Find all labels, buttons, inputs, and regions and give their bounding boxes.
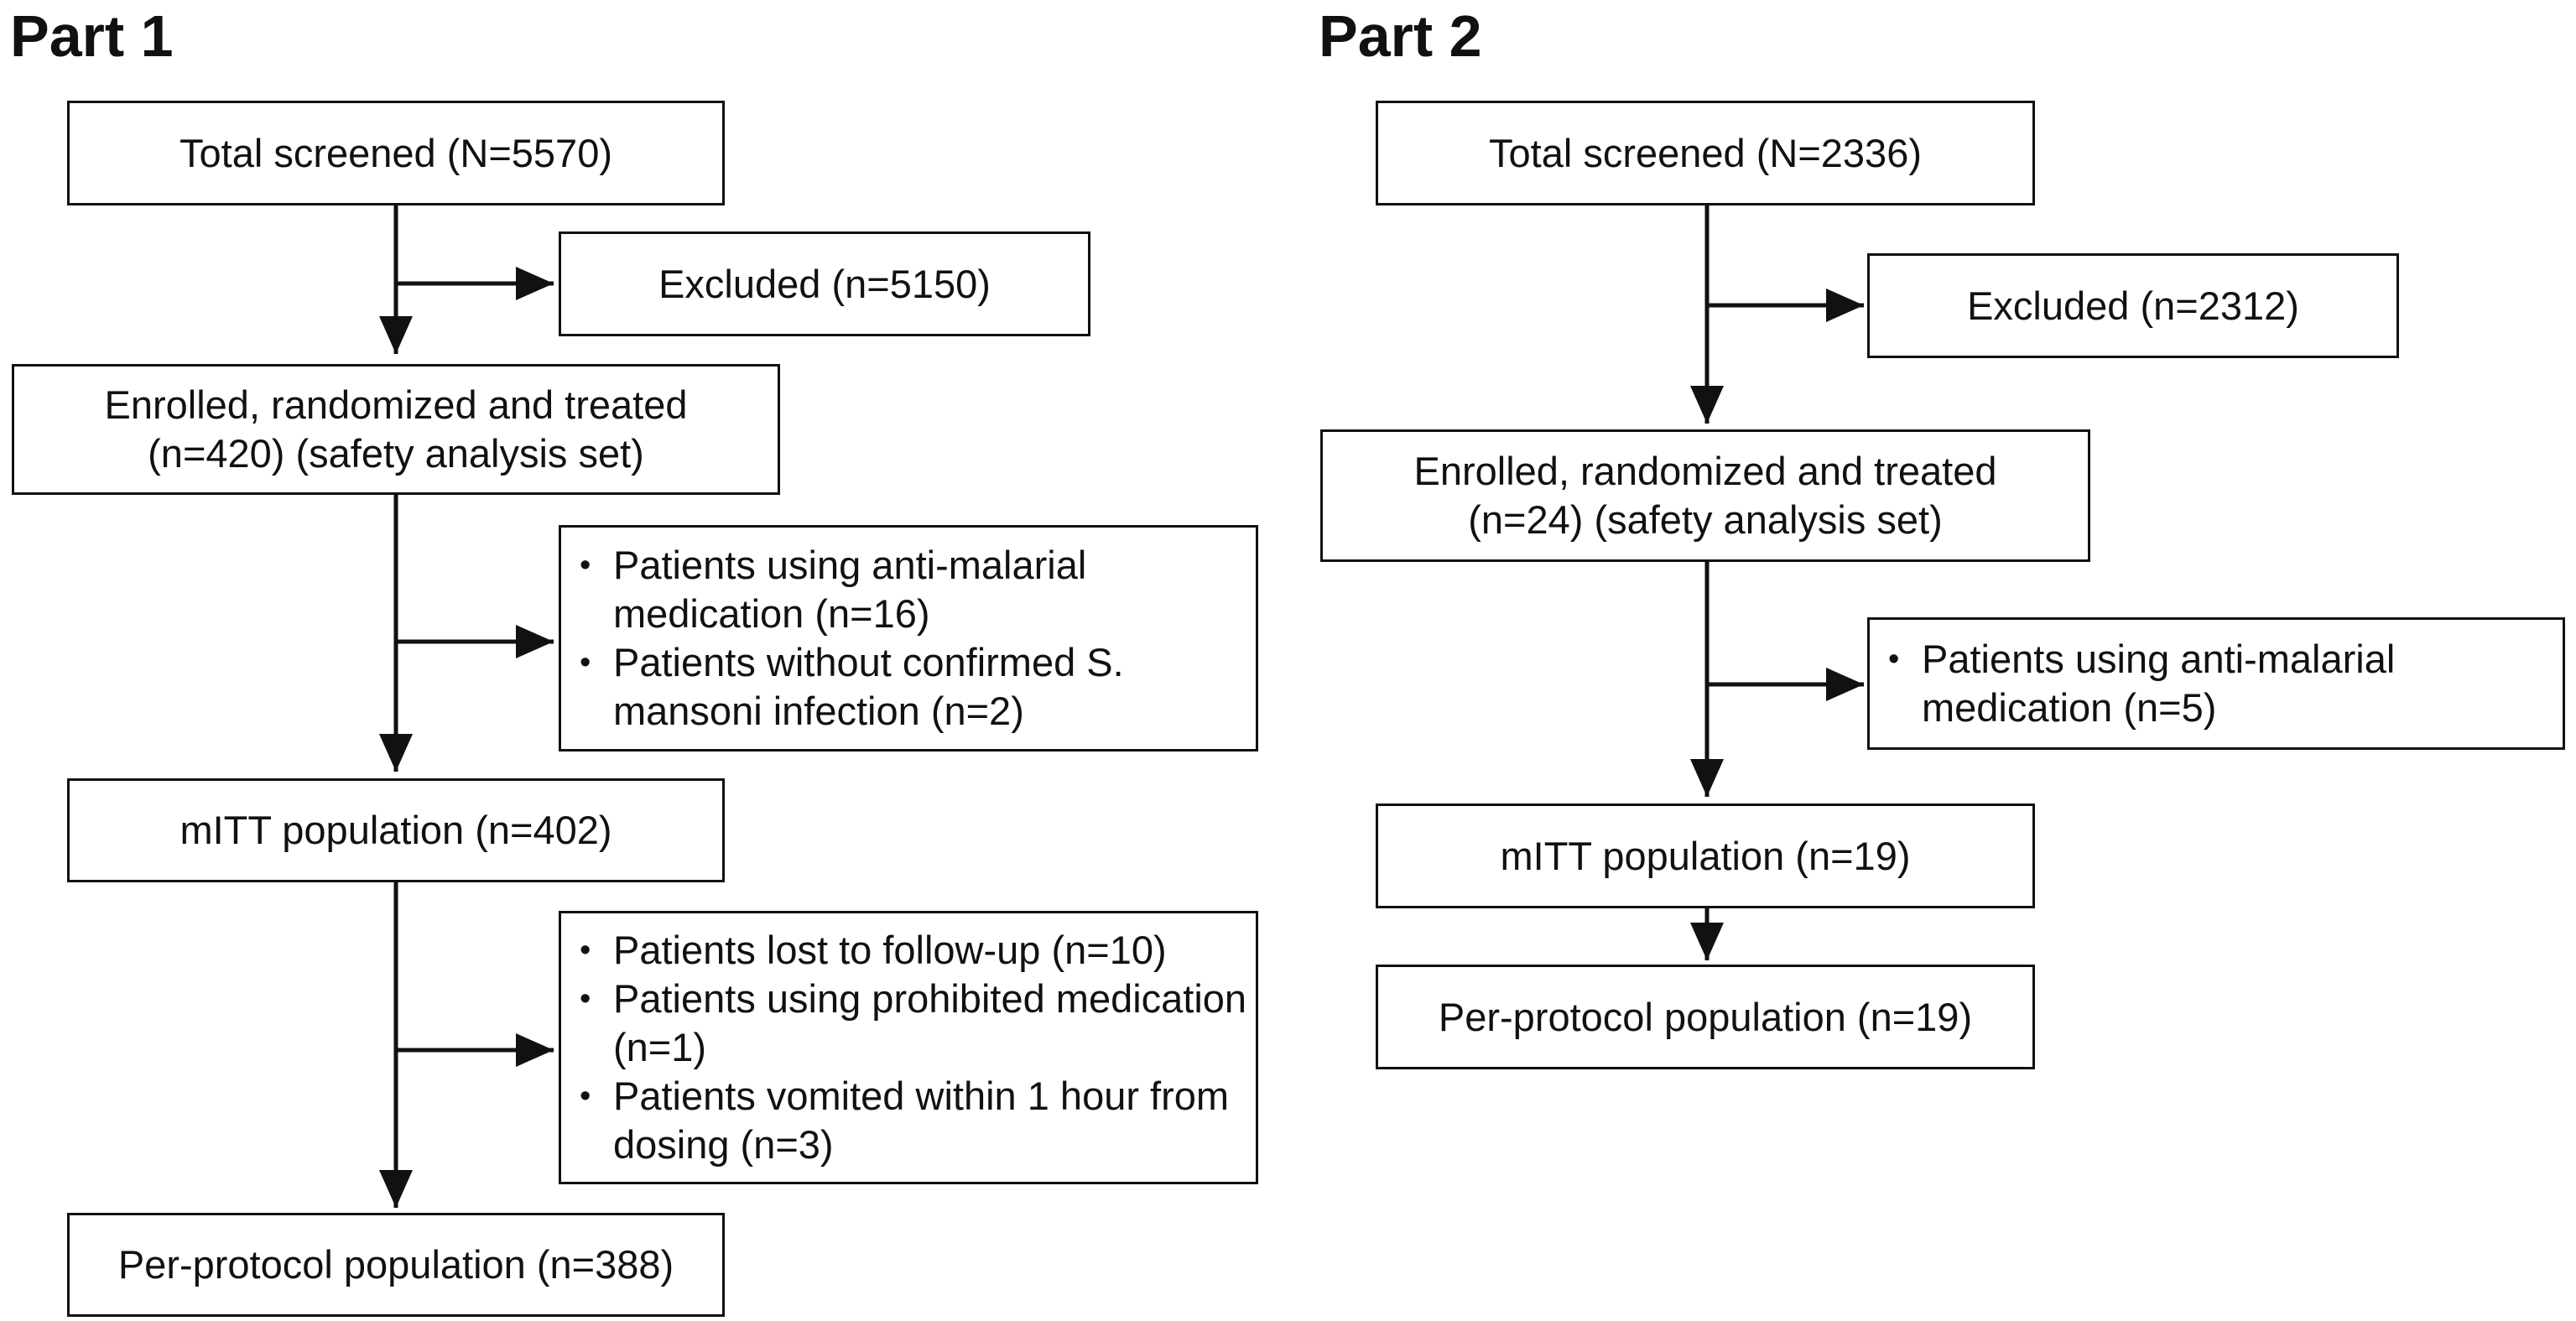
p2-per-protocol-box: Per-protocol population (n=19) — [1376, 965, 2035, 1069]
list-item: Patients vomited within 1 hour from dosi… — [575, 1072, 1247, 1169]
p1-excluded-text: Excluded (n=5150) — [658, 261, 991, 306]
part1-title: Part 1 — [10, 3, 174, 69]
p2-total-screened-box: Total screened (N=2336) — [1376, 101, 2035, 205]
list-item: Patients using prohibited medication (n=… — [575, 975, 1247, 1072]
p1-mitt-box: mITT population (n=402) — [67, 778, 725, 882]
p1-exclusions-1-list: Patients using anti-malarial medication … — [575, 541, 1247, 736]
p1-excluded-box: Excluded (n=5150) — [559, 231, 1090, 336]
p2-total-screened-text: Total screened (N=2336) — [1489, 130, 1922, 175]
p2-enrolled-line2: (n=24) (safety analysis set) — [1468, 497, 1943, 542]
list-item: Patients using anti-malarial medication … — [1883, 635, 2554, 732]
p2-per-protocol-text: Per-protocol population (n=19) — [1438, 994, 1973, 1039]
p2-mitt-box: mITT population (n=19) — [1376, 804, 2035, 908]
list-item: Patients lost to follow-up (n=10) — [575, 926, 1247, 975]
list-item: Patients using anti-malarial medication … — [575, 541, 1247, 638]
p2-mitt-text: mITT population (n=19) — [1500, 833, 1911, 878]
p1-exclusions-2-list: Patients lost to follow-up (n=10) Patien… — [575, 926, 1247, 1169]
p2-enrolled-box: Enrolled, randomized and treated (n=24) … — [1320, 429, 2090, 562]
p1-per-protocol-box: Per-protocol population (n=388) — [67, 1213, 725, 1317]
p1-exclusions-1-box: Patients using anti-malarial medication … — [559, 525, 1258, 752]
p1-total-screened-text: Total screened (N=5570) — [180, 130, 612, 175]
p1-exclusions-2-box: Patients lost to follow-up (n=10) Patien… — [559, 911, 1258, 1184]
part2-title: Part 2 — [1319, 3, 1482, 69]
p1-per-protocol-text: Per-protocol population (n=388) — [117, 1242, 674, 1287]
p1-enrolled-box: Enrolled, randomized and treated (n=420)… — [12, 364, 780, 495]
p1-total-screened-box: Total screened (N=5570) — [67, 101, 725, 205]
p2-exclusions-1-box: Patients using anti-malarial medication … — [1867, 617, 2565, 750]
p1-enrolled-line2: (n=420) (safety analysis set) — [148, 431, 644, 476]
p2-excluded-text: Excluded (n=2312) — [1967, 283, 2299, 328]
p2-excluded-box: Excluded (n=2312) — [1867, 253, 2399, 358]
p1-enrolled-line1: Enrolled, randomized and treated — [104, 382, 688, 427]
p2-enrolled-line1: Enrolled, randomized and treated — [1413, 449, 1997, 493]
list-item: Patients without confirmed S. mansoni in… — [575, 638, 1247, 736]
p1-mitt-text: mITT population (n=402) — [180, 808, 612, 852]
p2-exclusions-1-list: Patients using anti-malarial medication … — [1883, 635, 2554, 732]
